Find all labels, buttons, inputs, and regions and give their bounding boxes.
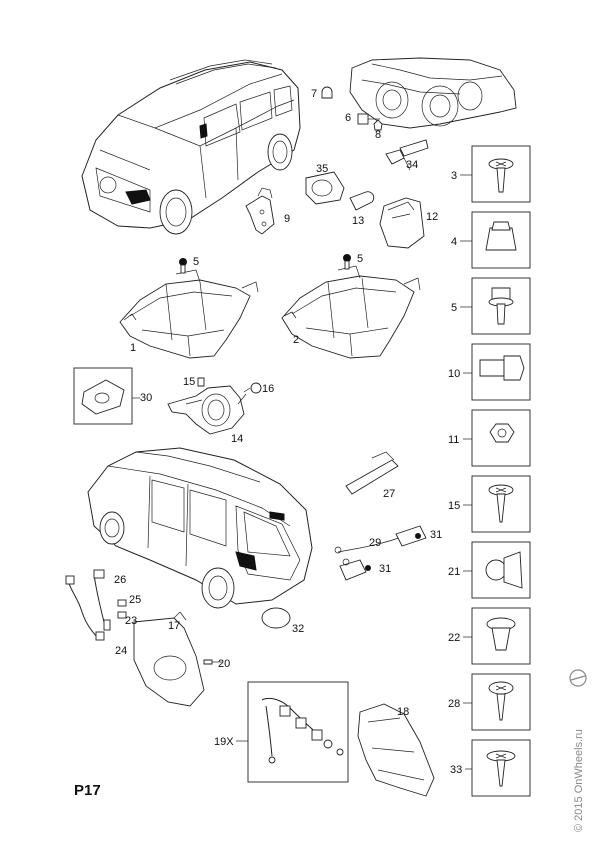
- label-part-29: 29: [369, 537, 381, 549]
- vehicle-rear-view: [87, 447, 313, 609]
- label-part-31b: 31: [379, 563, 391, 575]
- label-part-5a: 5: [193, 256, 199, 268]
- fog-lamp-group: [73, 367, 262, 435]
- fastener-box-5: [471, 277, 531, 335]
- watermark: © 2015 OnWheels.ru: [573, 729, 585, 832]
- label-part-23: 23: [125, 615, 137, 627]
- label-part-17: 17: [168, 620, 180, 632]
- label-fastener-5: 5: [451, 302, 457, 314]
- label-part-32: 32: [292, 623, 304, 635]
- label-part-14: 14: [231, 433, 243, 445]
- label-part-16: 16: [262, 383, 274, 395]
- brand-logo: [569, 669, 587, 687]
- label-fastener-21: 21: [448, 566, 460, 578]
- part-labels: 1 2 5 5 6 7 8 9 12 13 14 15 16 17 18 19X…: [114, 88, 462, 776]
- label-fastener-10: 10: [448, 368, 460, 380]
- fastener-box-3: [471, 145, 531, 203]
- fastener-box-15: [471, 475, 531, 533]
- vehicle-front-view: [81, 59, 301, 235]
- label-part-27: 27: [383, 488, 395, 500]
- label-part-7: 7: [311, 88, 317, 100]
- small-parts-row: [245, 171, 425, 249]
- label-part-24: 24: [115, 645, 127, 657]
- rear-lamp-harness-box: [247, 681, 349, 783]
- fastener-box-33: [471, 739, 531, 797]
- label-fastener-28: 28: [448, 698, 460, 710]
- label-part-20: 20: [218, 658, 230, 670]
- rear-lamp: [357, 703, 435, 797]
- fastener-box-21: [471, 541, 531, 599]
- headlamp-assembly-exploded: [321, 57, 517, 171]
- label-part-8: 8: [375, 129, 381, 141]
- label-part-13: 13: [352, 215, 364, 227]
- fastener-box-28: [471, 673, 531, 731]
- fastener-box-10: [471, 343, 531, 401]
- label-part-9: 9: [284, 213, 290, 225]
- high-mount-and-plate-lamps: [334, 451, 427, 581]
- label-part-5b: 5: [357, 253, 363, 265]
- rear-harness-and-fog: [65, 569, 291, 707]
- label-part-31a: 31: [430, 529, 442, 541]
- label-fastener-15: 15: [448, 500, 460, 512]
- label-part-26: 26: [114, 574, 126, 586]
- label-part-18: 18: [397, 706, 409, 718]
- leader-lines: [132, 174, 472, 770]
- label-fastener-33: 33: [450, 764, 462, 776]
- headlamp-right: [281, 254, 421, 359]
- label-part-15: 15: [183, 376, 195, 388]
- label-fastener-4: 4: [451, 236, 457, 248]
- label-fastener-11: 11: [448, 434, 459, 446]
- fastener-box-11: [471, 409, 531, 467]
- fastener-box-22: [471, 607, 531, 665]
- label-fastener-3: 3: [451, 170, 457, 182]
- label-part-1: 1: [130, 342, 136, 354]
- label-fastener-22: 22: [448, 632, 460, 644]
- label-part-12: 12: [426, 211, 438, 223]
- label-part-25: 25: [129, 594, 141, 606]
- label-part-34: 34: [406, 159, 418, 171]
- label-part-30: 30: [140, 392, 152, 404]
- label-part-19x: 19X: [214, 736, 234, 748]
- label-part-6: 6: [345, 112, 351, 124]
- page-label: P17: [74, 782, 101, 799]
- fastener-box-4: [471, 211, 531, 269]
- label-part-2: 2: [293, 334, 299, 346]
- headlamp-left: [119, 258, 259, 359]
- label-part-35: 35: [316, 163, 328, 175]
- fastener-column: [471, 145, 531, 797]
